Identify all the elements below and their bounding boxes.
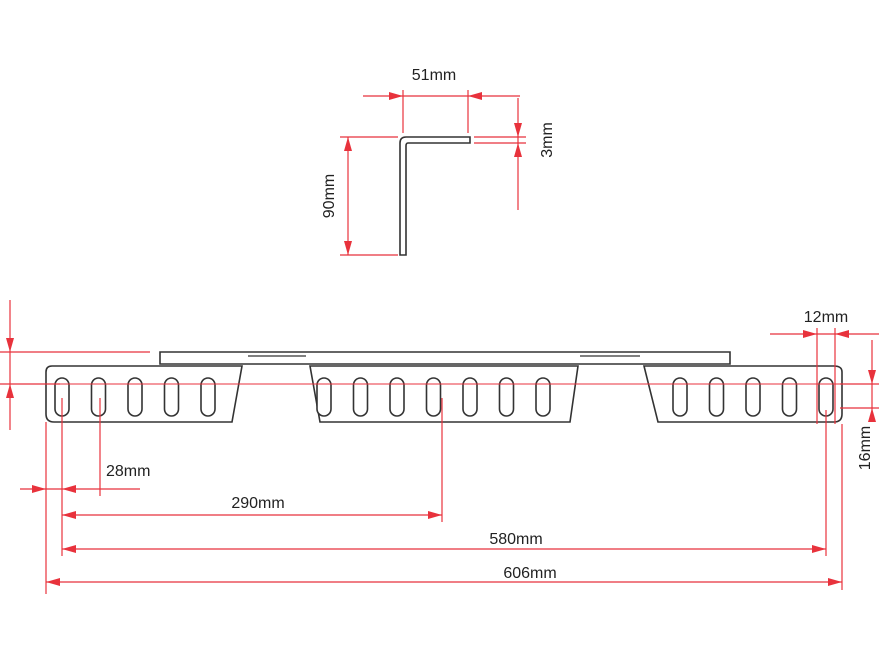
height-dimension: 90mm (321, 136, 398, 256)
left-edge-dimension (0, 300, 150, 430)
hole-span-label: 580mm (489, 531, 542, 548)
height-label: 90mm (321, 174, 338, 218)
mounting-slot (425, 377, 442, 417)
mounting-slot (462, 377, 478, 417)
overall-label: 606mm (503, 565, 556, 582)
mounting-slot (781, 377, 798, 417)
mounting-slot (672, 377, 688, 417)
mounting-slot (163, 377, 180, 417)
slot-width-dimension: 12mm (770, 309, 879, 424)
width-label: 51mm (412, 67, 456, 84)
mounting-slot (316, 377, 332, 417)
hole-span-dimension: 580mm (62, 410, 827, 556)
mounting-slot (708, 377, 725, 417)
mounting-slot (745, 377, 761, 417)
width-dimension: 51mm (363, 67, 520, 133)
overall-dimension: 606mm (46, 424, 843, 590)
center-dimension: 290mm (62, 398, 443, 522)
mounting-slot (498, 377, 515, 417)
mounting-slot (389, 377, 405, 417)
edge-offset-dimension: 28mm (20, 398, 150, 594)
angle-profile-shape (399, 136, 471, 256)
thickness-label: 3mm (539, 122, 556, 158)
center-label: 290mm (231, 495, 284, 512)
bracket-top-flange (159, 351, 731, 365)
bracket (45, 351, 843, 423)
slot-array (54, 377, 834, 417)
mounting-slot (535, 377, 551, 417)
thickness-dimension: 3mm (474, 98, 556, 210)
slot-width-label: 12mm (804, 309, 848, 326)
mounting-slot (200, 377, 216, 417)
slot-height-dimension: 16mm (840, 340, 879, 470)
edge-offset-label: 28mm (106, 463, 150, 480)
angle-profile (399, 136, 471, 256)
mounting-slot (127, 377, 143, 417)
slot-height-label: 16mm (857, 426, 874, 470)
mounting-slot (352, 377, 369, 417)
mounting-slot (90, 377, 107, 417)
